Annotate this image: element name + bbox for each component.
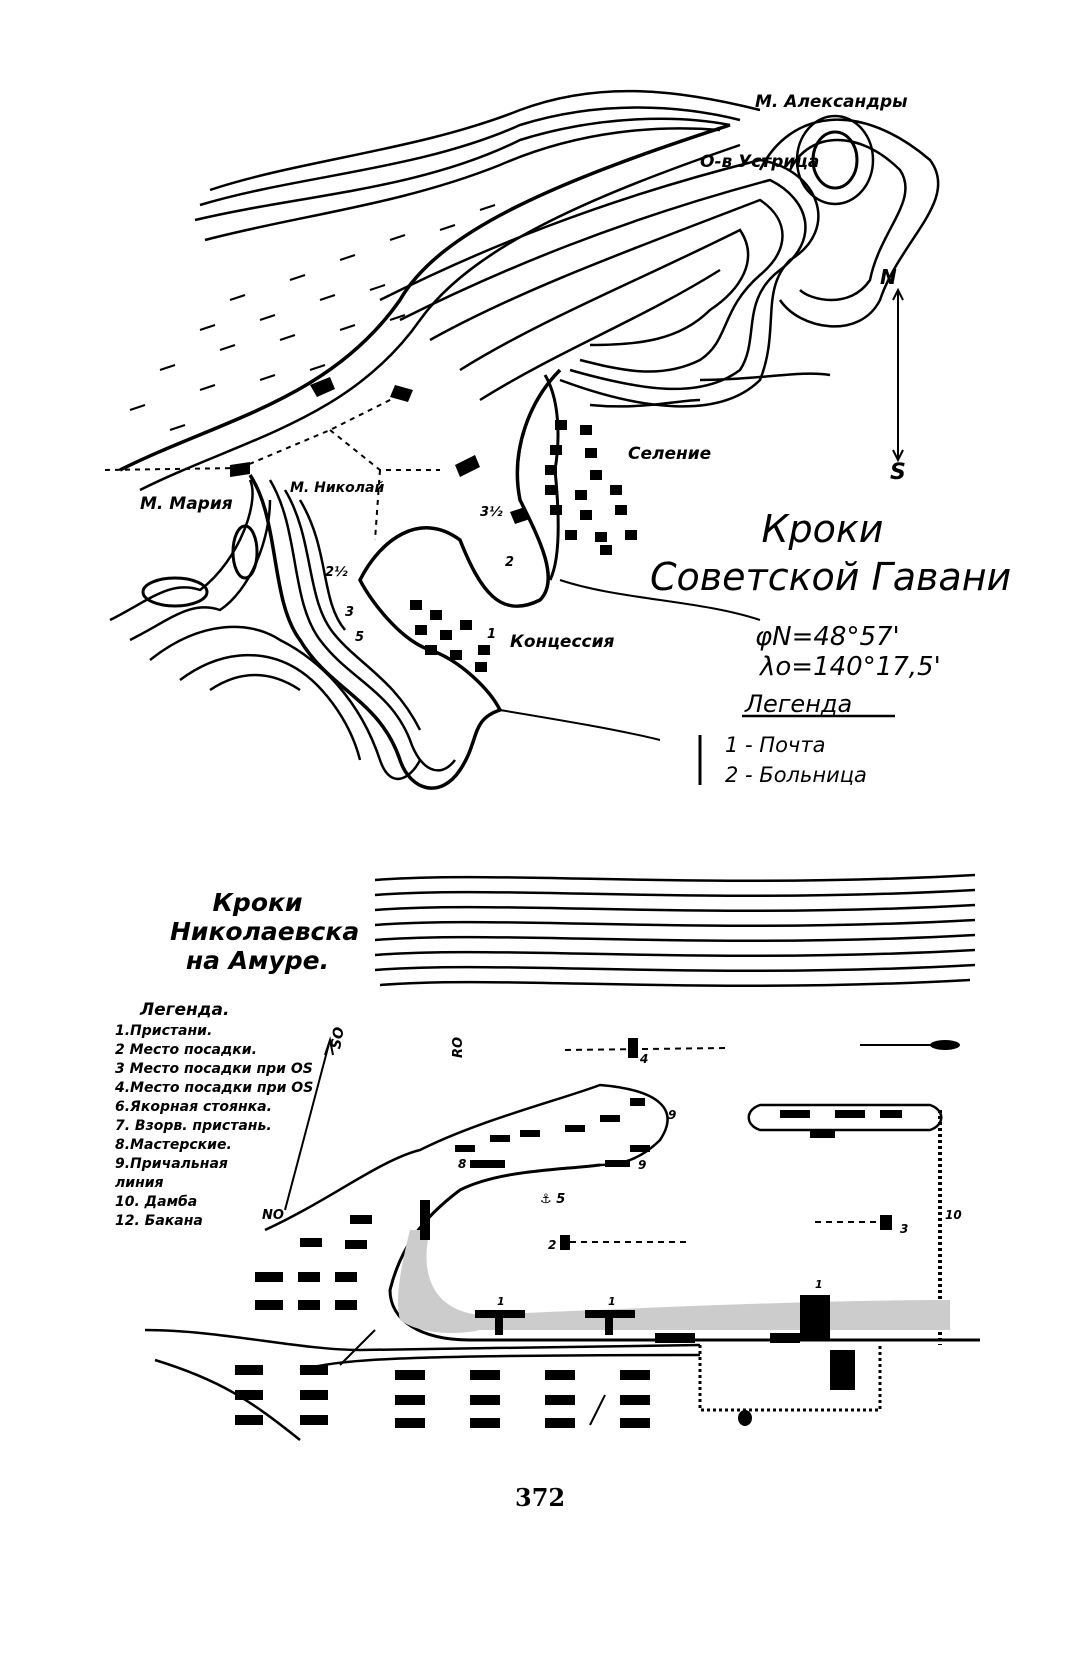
anchorage-marker: ⚓ 5 xyxy=(540,1192,566,1207)
depth-label: 2 xyxy=(505,555,515,570)
bottom-legend-item: 4.Место посадки при OS xyxy=(115,1080,314,1096)
depth-label: 3 xyxy=(345,605,355,620)
marker-label: 9 xyxy=(638,1158,647,1172)
top-map-title: Кроки Советской Гавани xyxy=(650,505,1012,601)
marker-label: 2 xyxy=(548,1238,557,1252)
title-line-1: Кроки xyxy=(761,507,884,551)
bottom-map-river-lines xyxy=(374,873,976,988)
top-legend-item: 1 - Почта xyxy=(725,733,826,757)
label-cape-maria: М. Мария xyxy=(140,494,233,514)
north-south-arrow xyxy=(892,287,904,463)
longitude: λo=140°17,5' xyxy=(760,652,941,682)
marker-label: 8 xyxy=(458,1157,467,1171)
title-line-2: Николаевска xyxy=(170,917,360,946)
title-line-3: на Амуре. xyxy=(185,946,330,975)
depth-label: 1 xyxy=(487,627,497,642)
compass-label-ro: RO xyxy=(451,1036,467,1059)
depth-label: 5 xyxy=(355,630,365,645)
bottom-buildings xyxy=(235,1038,960,1428)
title-line-2: Советской Гавани xyxy=(650,555,1012,599)
marker-label: 1 xyxy=(608,1295,616,1308)
label-village: Селение xyxy=(628,444,712,464)
label-cape-alexandra: М. Александры xyxy=(755,92,908,112)
marker-label: 1 xyxy=(497,1295,505,1308)
bottom-legend-item: 3 Место посадки при OS xyxy=(115,1061,313,1077)
bottom-legend-list: 1.Пристани. 2 Место посадки. 3 Место пос… xyxy=(115,1022,335,1231)
top-map-contours xyxy=(104,89,940,790)
title-line-1: Кроки xyxy=(212,888,303,917)
depth-label: 3½ xyxy=(480,505,503,520)
depth-label: 2½ xyxy=(325,565,348,580)
marker-label: 10 xyxy=(945,1208,962,1222)
bottom-legend-item: 8.Мастерские. xyxy=(115,1137,232,1153)
marker-label: 3 xyxy=(900,1222,909,1236)
bottom-legend-item: 2 Место посадки. xyxy=(115,1042,257,1058)
marker-label: 1 xyxy=(815,1278,823,1291)
label-oyster-island: О-в Устрица xyxy=(700,152,820,172)
marker-label: 5 xyxy=(556,1192,566,1207)
page-number: 372 xyxy=(515,1483,566,1512)
top-buildings xyxy=(230,377,637,672)
bottom-legend-item: 6.Якорная стоянка. xyxy=(115,1099,272,1115)
marker-label: 4 xyxy=(640,1052,649,1066)
bottom-legend-item: 7. Взорв. пристань. xyxy=(115,1118,272,1134)
compass-north: N xyxy=(880,265,897,289)
latitude: φN=48°57' xyxy=(755,622,900,652)
bottom-legend-title: Легенда. xyxy=(140,1000,230,1020)
bottom-legend-item: 9.Причальная линия xyxy=(115,1156,228,1191)
top-legend-title: Легенда xyxy=(745,690,853,718)
label-concession: Концессия xyxy=(510,632,615,652)
bottom-map-title: Кроки Николаевска на Амуре. xyxy=(170,888,360,975)
bottom-legend-item: 1.Пристани. xyxy=(115,1023,213,1039)
label-cape-nikolai: М. Николай xyxy=(290,480,385,496)
compass-south: S xyxy=(890,460,906,485)
compass-label-no: NO xyxy=(262,1208,284,1223)
bottom-legend-item: 12. Бакана xyxy=(115,1213,203,1229)
marsh-symbols xyxy=(129,204,496,431)
bottom-legend-item: 10. Дамба xyxy=(115,1194,198,1210)
top-legend-item: 2 - Больница xyxy=(725,763,867,787)
marker-label: 9 xyxy=(668,1108,677,1122)
